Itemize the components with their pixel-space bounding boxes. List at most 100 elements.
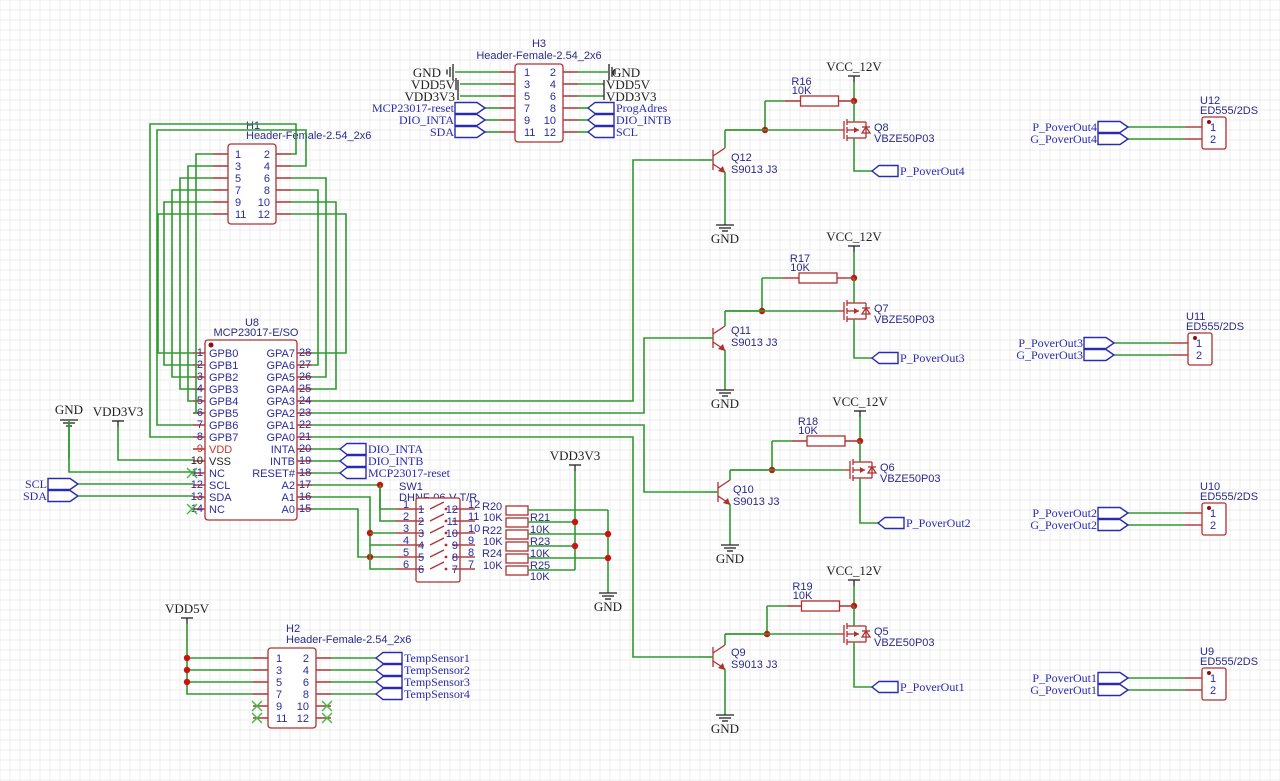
pin-number: 10 [297,701,309,713]
resistor-body [505,565,529,576]
net-flag-label: DIO_INTA [368,442,423,456]
net-flag[interactable]: P_PoverOut2 [1032,506,1130,520]
resistor-value: 10K [483,536,503,548]
net-flag[interactable]: P_PoverOut1 [1032,671,1130,685]
net-flag[interactable]: DIO_INTA [338,442,423,456]
pin-number: 9 [276,701,282,713]
resistor-ref: R17 [790,253,810,265]
pin-number: 10 [191,455,203,467]
net-flag[interactable]: P_PoverOut4 [870,164,965,178]
pin-number: 7 [468,559,474,571]
net-flag[interactable]: G_PoverOut3 [1016,348,1116,362]
pin-number: 3 [524,79,530,91]
pin-name: A1 [282,492,295,504]
net-flag[interactable]: MCP23017-reset [372,101,487,115]
pin-number: 26 [299,371,311,383]
ground-icon: GND [711,224,739,246]
resistor-body [806,435,846,447]
resistor-body [505,517,529,528]
ground-label: GND [711,721,739,736]
net-flag[interactable]: P_PoverOut1 [870,680,965,694]
power-port-icon: VDD5V [165,601,210,624]
resistor-value: 10K [790,262,810,274]
junction-dot [183,654,191,662]
net-flag[interactable]: TempSensor2 [374,663,470,677]
net-flag-label: MCP23017-reset [372,101,455,115]
pin-number: 19 [299,455,311,467]
pin-name: SCL [209,480,230,492]
pin-number: 14 [191,503,203,515]
net-flag[interactable]: SCL [25,477,80,491]
net-flag[interactable]: P_PoverOut4 [1032,120,1130,134]
net-flag[interactable]: P_PoverOut3 [1018,336,1116,350]
pin-number: 2 [264,149,270,161]
npn-transistor-icon [712,644,726,670]
pin-number: 4 [264,161,270,173]
net-flag[interactable]: TempSensor4 [374,687,470,701]
net-flag[interactable]: P_PoverOut2 [876,516,971,530]
pin-number: 12 [544,127,556,139]
net-flag-shape [586,125,615,139]
pin-number: 8 [303,689,309,701]
net-flag[interactable]: G_PoverOut1 [1030,683,1130,697]
power-label: VDD5V [411,77,456,92]
net-flag-label: P_PoverOut1 [900,680,965,694]
npn-value: S9013 J3 [731,164,777,176]
pin-name: RESET# [252,468,296,480]
net-flag-label: TempSensor4 [404,687,470,701]
pin-number: 4 [403,535,409,547]
no-connect-stroke [251,700,263,712]
net-flag[interactable]: DIO_INTA [399,113,487,127]
pin-name: GPA0 [266,432,295,444]
driver-stage-3: VCC_12VR1710KQ7VBZE50P03P_PoverOut3GNDQ1… [312,229,965,414]
net-flag[interactable]: MCP23017-reset [338,466,451,480]
net-flag[interactable]: SDA [430,125,487,139]
net-flag-label: MCP23017-reset [368,466,451,480]
pin-number: 4 [550,79,556,91]
wire [193,153,213,414]
net-flag[interactable]: TempSensor1 [374,651,470,665]
net-flag[interactable]: DIO_INTB [338,454,423,468]
power-label: VDD5V [606,77,651,92]
component-body [227,143,277,225]
pin-name: GPB0 [209,348,238,360]
net-flag-shape [870,351,899,365]
net-flag[interactable]: G_PoverOut4 [1030,132,1130,146]
resistor-body [505,529,529,540]
pin-name: GPB1 [209,360,238,372]
pin1-marker [208,342,214,348]
net-flag[interactable]: G_PoverOut2 [1030,518,1130,532]
net-flag[interactable]: P_PoverOut3 [870,351,965,365]
no-connect-x-icon [321,712,333,724]
net-flag-shape [876,516,905,530]
net-flag[interactable]: SCL [586,125,638,139]
net-flag[interactable]: DIO_INTB [586,113,671,127]
net-flag[interactable]: SDA [23,489,80,503]
ground-label: GND [55,402,83,417]
pin-number: 4 [197,383,203,395]
net-flag[interactable]: TempSensor3 [374,675,470,689]
component-body [415,497,461,583]
pin-number: 25 [299,383,311,395]
pin-name: GPA2 [266,408,295,420]
net-flag-label: G_PoverOut4 [1030,132,1097,146]
pin-number: 11 [524,127,535,139]
net-flag[interactable]: ProgAdres [586,101,668,115]
resistor-value: 10K [792,85,812,97]
net-flag-shape [870,164,899,178]
power-port-icon: VCC_12V [826,59,882,82]
pin-number: 2 [550,67,556,79]
switch-lever [429,501,445,510]
wire [157,213,213,354]
ground-icon: GND [594,592,622,614]
pin-name: GPB3 [209,384,238,396]
mosfet-ref: Q7 [874,303,889,315]
npn-transistor-icon [712,147,726,173]
wire [853,138,872,172]
net-flag-label: SDA [430,125,454,139]
component-ref: H3 [532,38,546,50]
